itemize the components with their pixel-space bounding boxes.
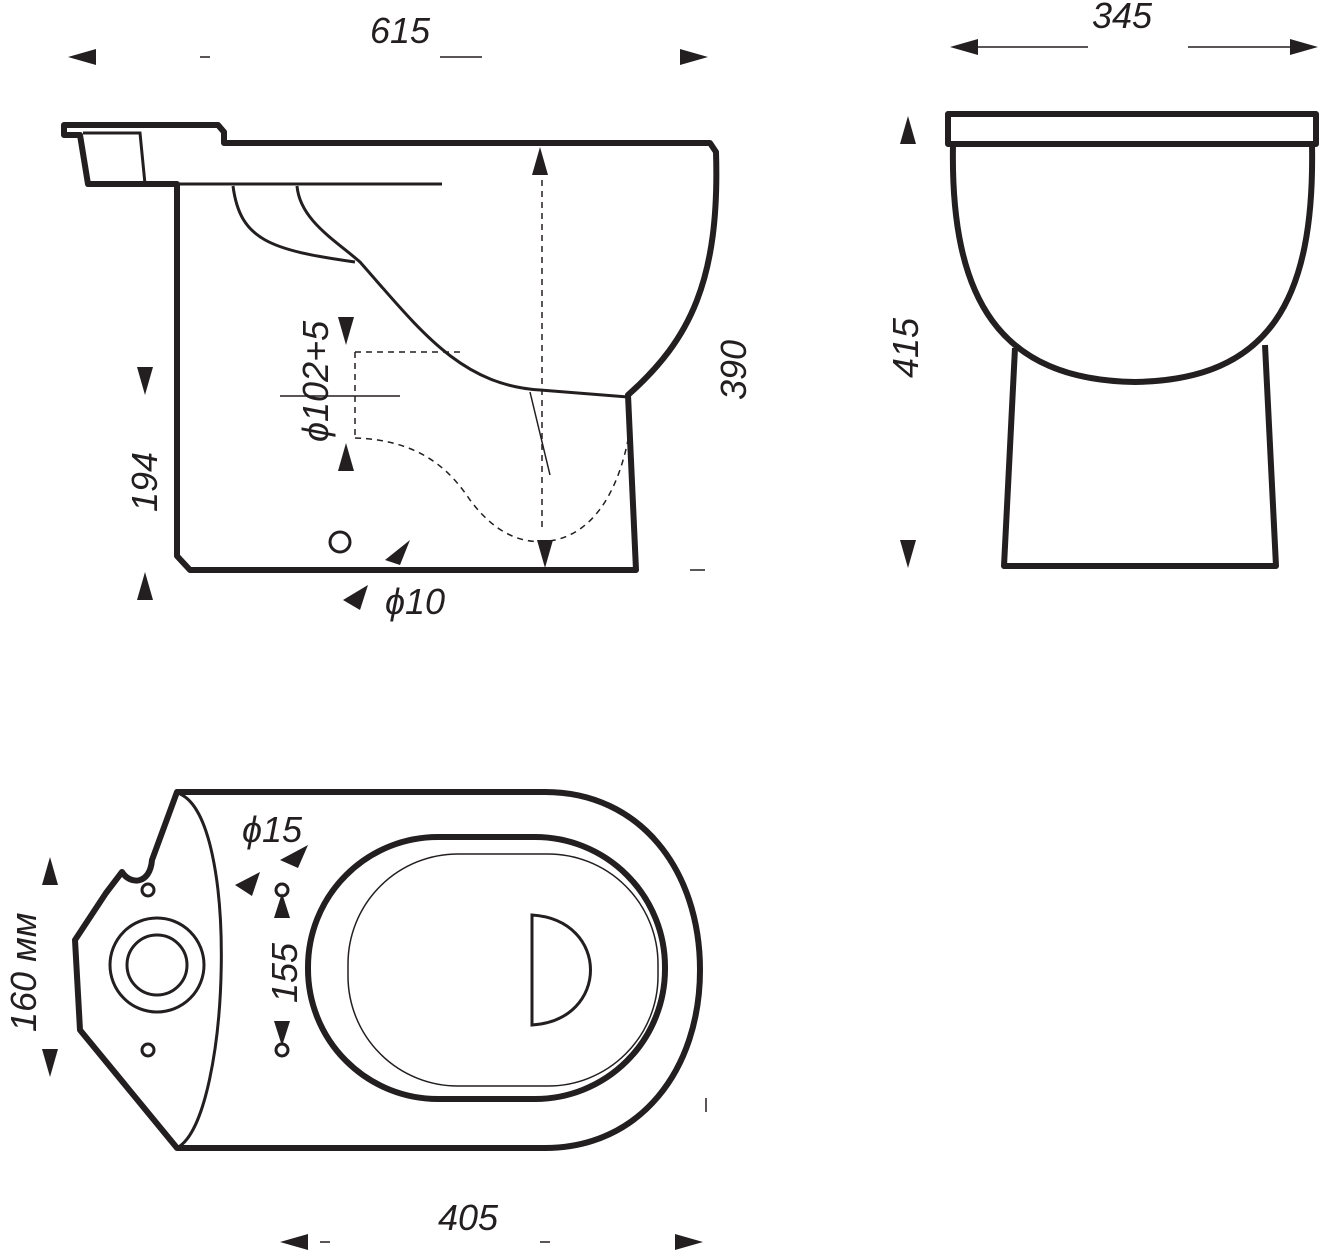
dim-160: 160 мм [3,913,44,1032]
arrow-415-bottom [900,540,916,568]
arrow-415-top [900,116,916,144]
dim-405: 405 [438,1197,499,1238]
arrow-102-bottom [338,443,354,471]
trap-curve-2 [295,185,629,399]
arrow-405-left [280,1234,308,1250]
arrow-15-b [235,872,260,896]
pedestal [1001,344,1279,569]
arrow-345-left [950,39,978,55]
dim-155: 155 [264,942,305,1003]
side-outline [61,122,720,573]
arrow-10-b [343,585,368,610]
arrow-down-390 [537,540,553,568]
dim-inlet: ϕ15 [242,809,303,850]
arrow-160-top [42,857,58,885]
trap-curve-1 [231,185,356,264]
hole-bottom-left [140,1042,156,1058]
dim-390: 390 [713,340,754,400]
arrow-left [68,49,96,65]
arrow-right [680,49,708,65]
tank-inner-line [83,131,147,185]
arrow-155-top [274,893,290,918]
arrow-10-a [385,540,410,565]
arrow-194-top [137,367,153,395]
dim-fixing-hole: ϕ10 [385,581,445,622]
fixing-hole [328,530,352,554]
seat-rim [945,111,1319,147]
dim-615: 615 [370,10,431,51]
arrow-345-right [1290,39,1318,55]
bowl [949,143,1316,385]
arrow-15-a [280,845,308,868]
top-outline [72,789,703,1151]
drain-d-shape [530,913,592,1027]
outlet-line [529,391,551,476]
arrow-405-right [675,1234,703,1250]
bowl-outer [305,834,668,1102]
tank-edge [179,792,223,1148]
bowl-inner [347,853,659,1087]
dim-line-405 [320,1098,707,1243]
outlet-ring-outer [108,916,206,1014]
dim-415: 415 [885,317,926,378]
dim-194: 194 [124,452,165,512]
side-view: 615 390 194 ϕ102+5 ϕ10 [61,10,754,622]
arrow-102-top [338,317,354,345]
arrow-160-bottom [42,1049,58,1077]
arrow-155-bottom [274,1021,290,1046]
arrow-194-bottom [137,572,153,600]
outlet-ring-inner [125,933,189,997]
front-view: 345 415 [885,0,1319,569]
top-view: ϕ15 155 160 мм 405 [3,789,707,1250]
outlet-dashed [354,351,629,543]
dim-345: 345 [1092,0,1153,36]
hole-top-left [140,882,156,898]
dim-outlet-diameter: ϕ102+5 [295,320,336,442]
arrow-up-390 [532,147,548,175]
